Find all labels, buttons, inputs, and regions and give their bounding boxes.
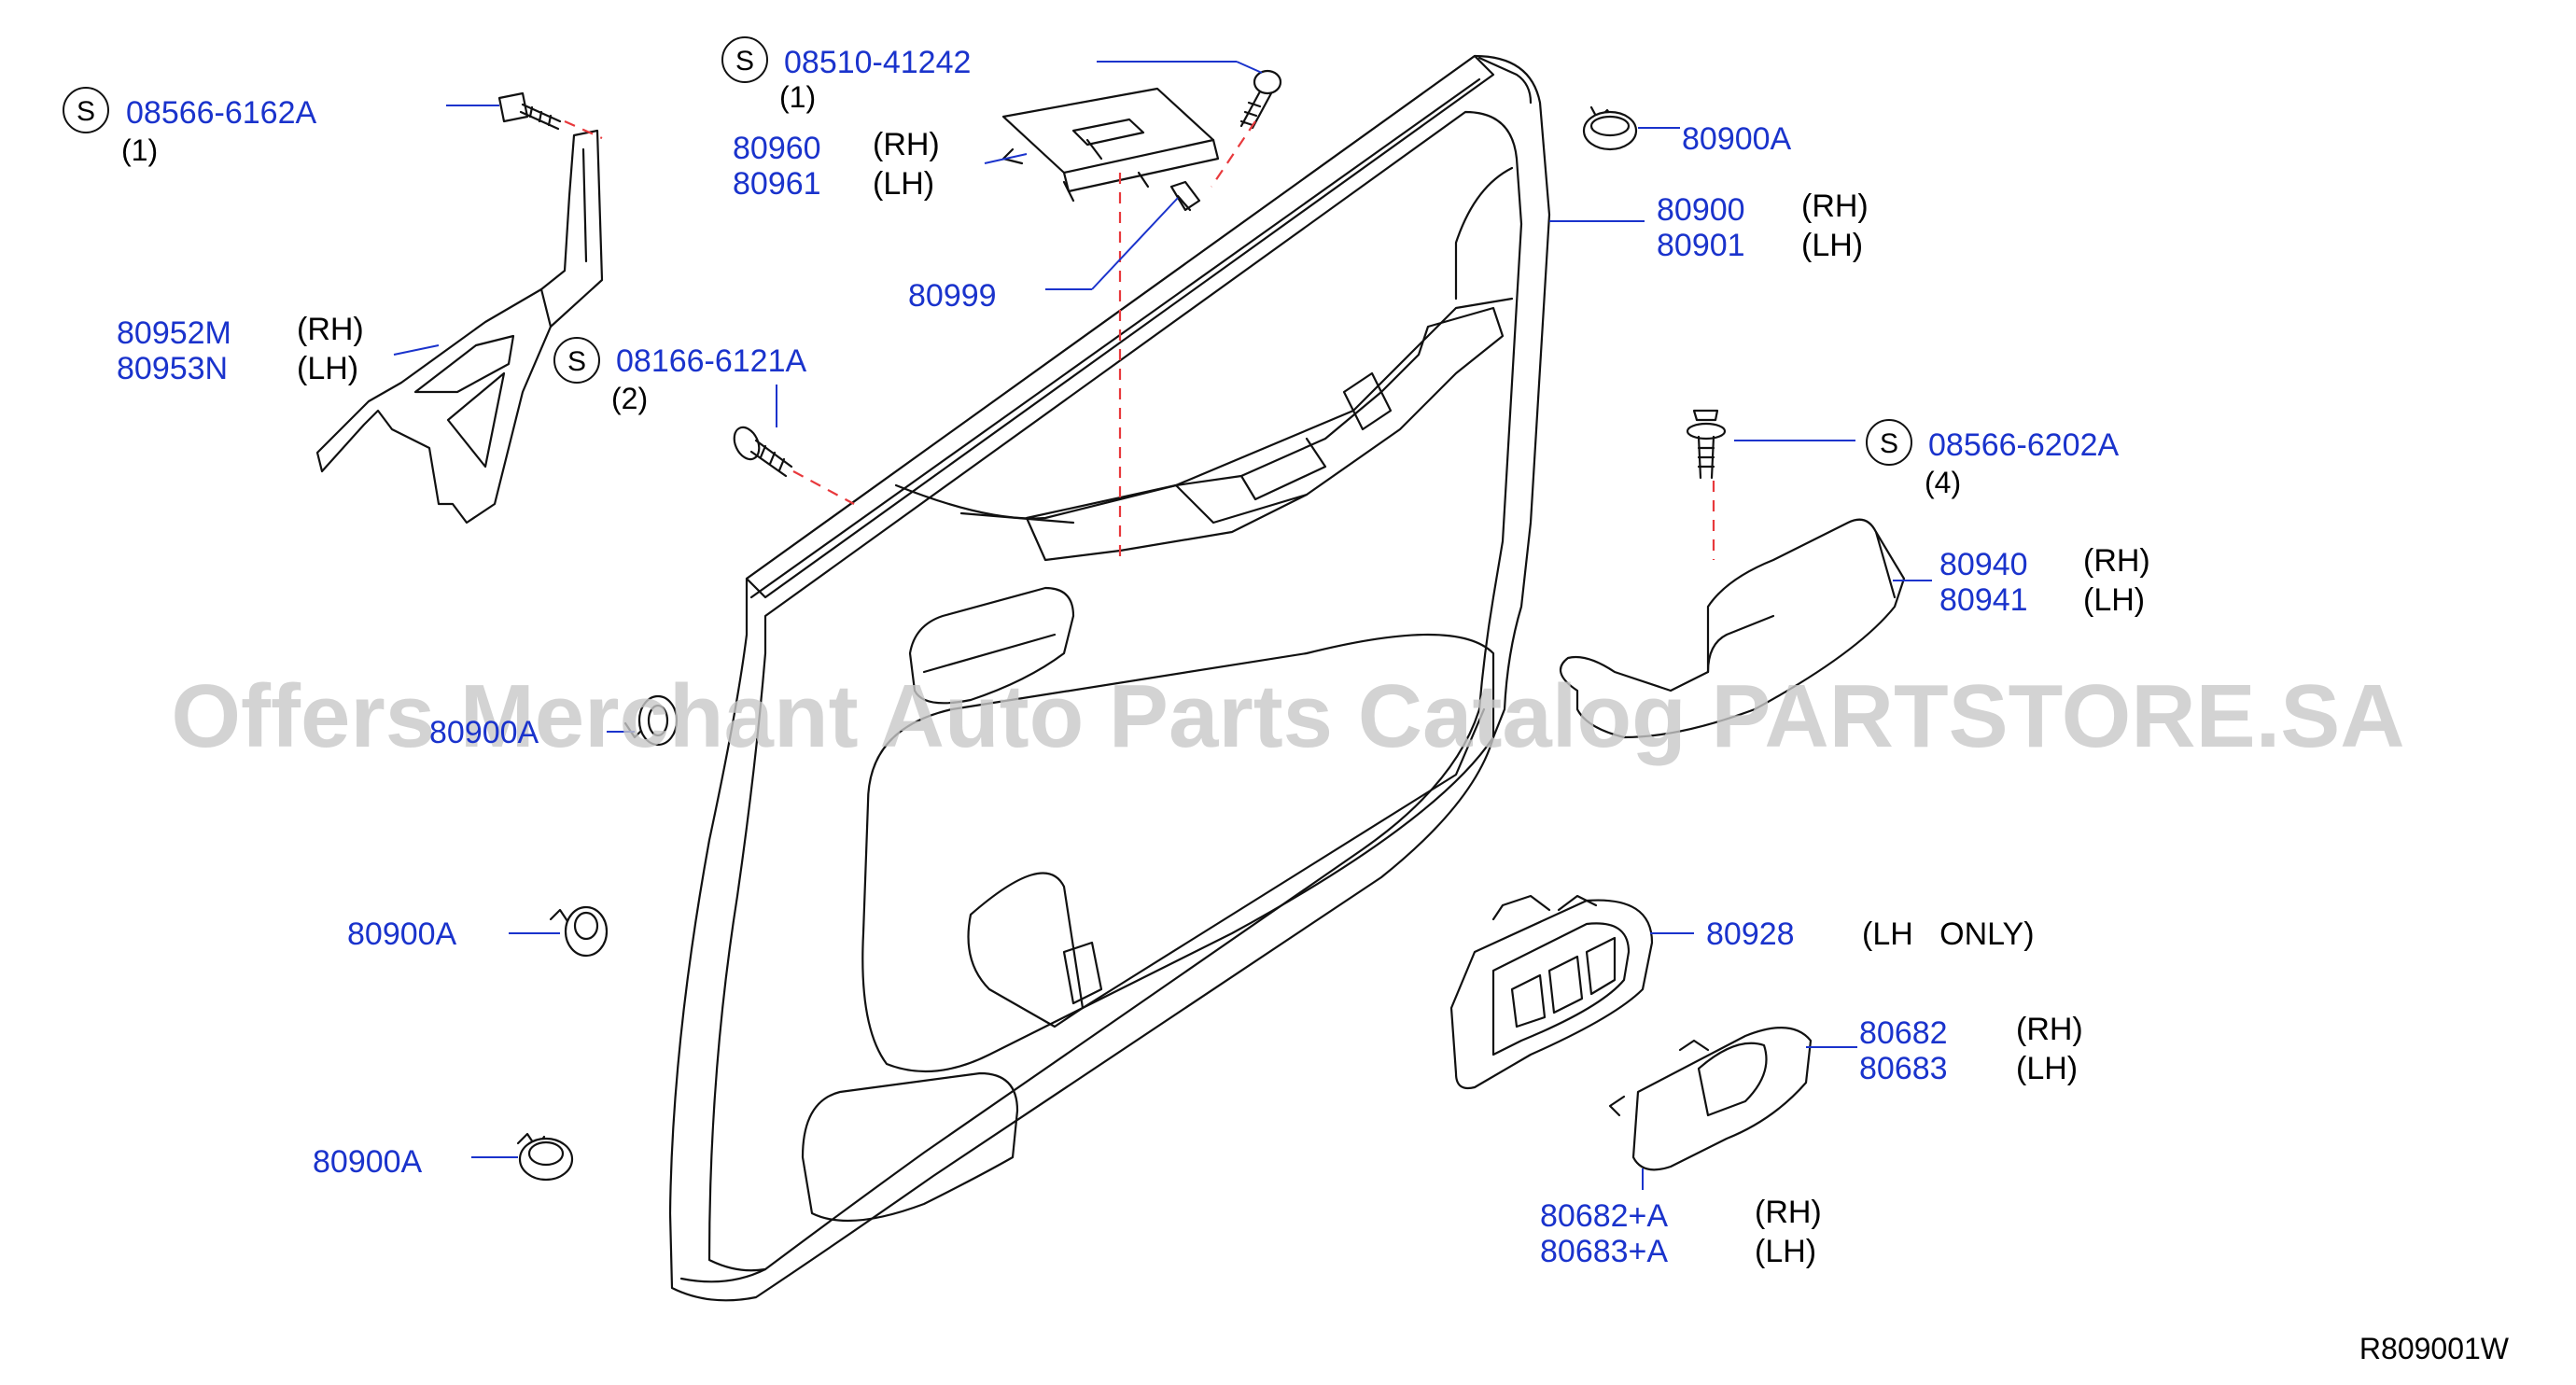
standard-part-symbol: S	[735, 46, 754, 77]
lh-only-note: (LH ONLY)	[1862, 916, 2035, 952]
leader-lines	[393, 61, 1932, 1190]
clip-left-3-drawing	[516, 1132, 574, 1182]
part-number-lh: 80683+A	[1540, 1234, 1668, 1269]
side-rh: (RH)	[1755, 1195, 1822, 1230]
part-number-rh: 80682+A	[1540, 1198, 1668, 1234]
side-lh: (LH)	[297, 351, 358, 386]
callout-screw-08566-6202A: S 08566-6202A (4)	[1866, 419, 2120, 499]
handle-escutcheon-drawing	[1608, 1027, 1813, 1171]
side-lh: (LH)	[1801, 228, 1863, 263]
callout-clip-left-1: 80900A	[429, 715, 539, 750]
callout-clip-left-2: 80900A	[347, 916, 457, 952]
side-lh: (LH)	[2083, 582, 2145, 618]
callout-armrest: 80940 (RH) 80941 (LH)	[1939, 543, 2150, 618]
screw-left-drawing	[497, 91, 562, 131]
part-number-lh: 80953N	[117, 351, 228, 386]
part-number-rh: 80940	[1939, 547, 2028, 582]
quantity: (2)	[611, 382, 648, 415]
standard-part-symbol: S	[567, 346, 586, 377]
side-lh: (LH)	[1755, 1234, 1816, 1269]
callout-door-trim: 80900 (RH) 80901 (LH)	[1657, 189, 1869, 263]
part-number-lh: 80941	[1939, 582, 2028, 618]
part-number-rh: 80952M	[117, 315, 231, 351]
callout-clip-80999: 80999	[908, 278, 997, 314]
part-number-lh: 80961	[733, 166, 821, 202]
side-lh: (LH)	[873, 166, 934, 202]
screw-mid-drawing	[733, 426, 793, 478]
part-number: 80928	[1706, 916, 1795, 952]
standard-part-symbol: S	[77, 96, 95, 127]
part-number: 80900A	[1682, 121, 1792, 157]
clip-80999-drawing	[1169, 180, 1201, 212]
assembly-centerlines	[564, 119, 1715, 560]
part-number: 80900A	[347, 916, 457, 952]
part-number-lh: 80901	[1657, 228, 1745, 263]
clip-left-1-drawing	[623, 694, 679, 747]
screw-top-drawing	[1239, 69, 1282, 130]
callout-screw-08566-6162A: S 08566-6162A (1)	[63, 87, 317, 167]
callout-clip-top-right: 80900A	[1682, 121, 1792, 157]
part-number-lh: 80683	[1859, 1051, 1948, 1086]
part-number: 08166-6121A	[616, 343, 807, 379]
switch-finisher-drawing	[1001, 87, 1220, 203]
callout-handle-assembly: 80682+A (RH) 80683+A (LH)	[1540, 1195, 1822, 1269]
side-rh: (RH)	[297, 312, 364, 347]
diagram-reference-code: R809001W	[2359, 1332, 2510, 1365]
part-number-rh: 80960	[733, 131, 821, 166]
quantity: (4)	[1925, 466, 1961, 499]
quantity: (1)	[779, 80, 816, 114]
part-number: 08510-41242	[784, 45, 971, 80]
callout-clip-left-3: 80900A	[313, 1144, 423, 1180]
screw-right-drawing	[1686, 409, 1727, 480]
part-number-rh: 80682	[1859, 1015, 1948, 1051]
side-rh: (RH)	[1801, 189, 1869, 224]
side-lh: (LH)	[2016, 1051, 2078, 1086]
clip-top-right-drawing	[1582, 105, 1638, 151]
bracket-drawing	[315, 129, 604, 525]
door-trim-panel-drawing	[668, 54, 1551, 1302]
part-number: 80900A	[429, 715, 539, 750]
side-rh: (RH)	[2083, 543, 2150, 579]
clip-left-2-drawing	[549, 905, 609, 958]
side-rh: (RH)	[2016, 1012, 2083, 1047]
side-rh: (RH)	[873, 127, 940, 162]
callout-handle-escutcheon: 80682 (RH) 80683 (LH)	[1859, 1012, 2083, 1086]
callout-screw-08510-41242: S 08510-41242 (1)	[721, 36, 971, 114]
watermark: Offers Merchant Auto Parts Catalog PARTS…	[171, 666, 2404, 766]
standard-part-symbol: S	[1880, 428, 1898, 459]
part-number: 80900A	[313, 1144, 423, 1180]
part-number: 08566-6202A	[1928, 427, 2120, 463]
switch-bezel-drawing	[1449, 894, 1654, 1090]
quantity: (1)	[121, 133, 158, 167]
part-number-rh: 80900	[1657, 192, 1745, 228]
part-number: 08566-6162A	[126, 95, 317, 131]
armrest-drawing	[1559, 518, 1906, 739]
callout-screw-08166-6121A: S 08166-6121A (2)	[553, 337, 807, 415]
callout-bracket: 80952M (RH) 80953N (LH)	[117, 312, 364, 386]
callout-switch-bezel: 80928 (LH ONLY)	[1706, 916, 2035, 952]
callout-switch-finisher: 80960 (RH) 80961 (LH)	[733, 127, 940, 202]
part-number: 80999	[908, 278, 997, 314]
